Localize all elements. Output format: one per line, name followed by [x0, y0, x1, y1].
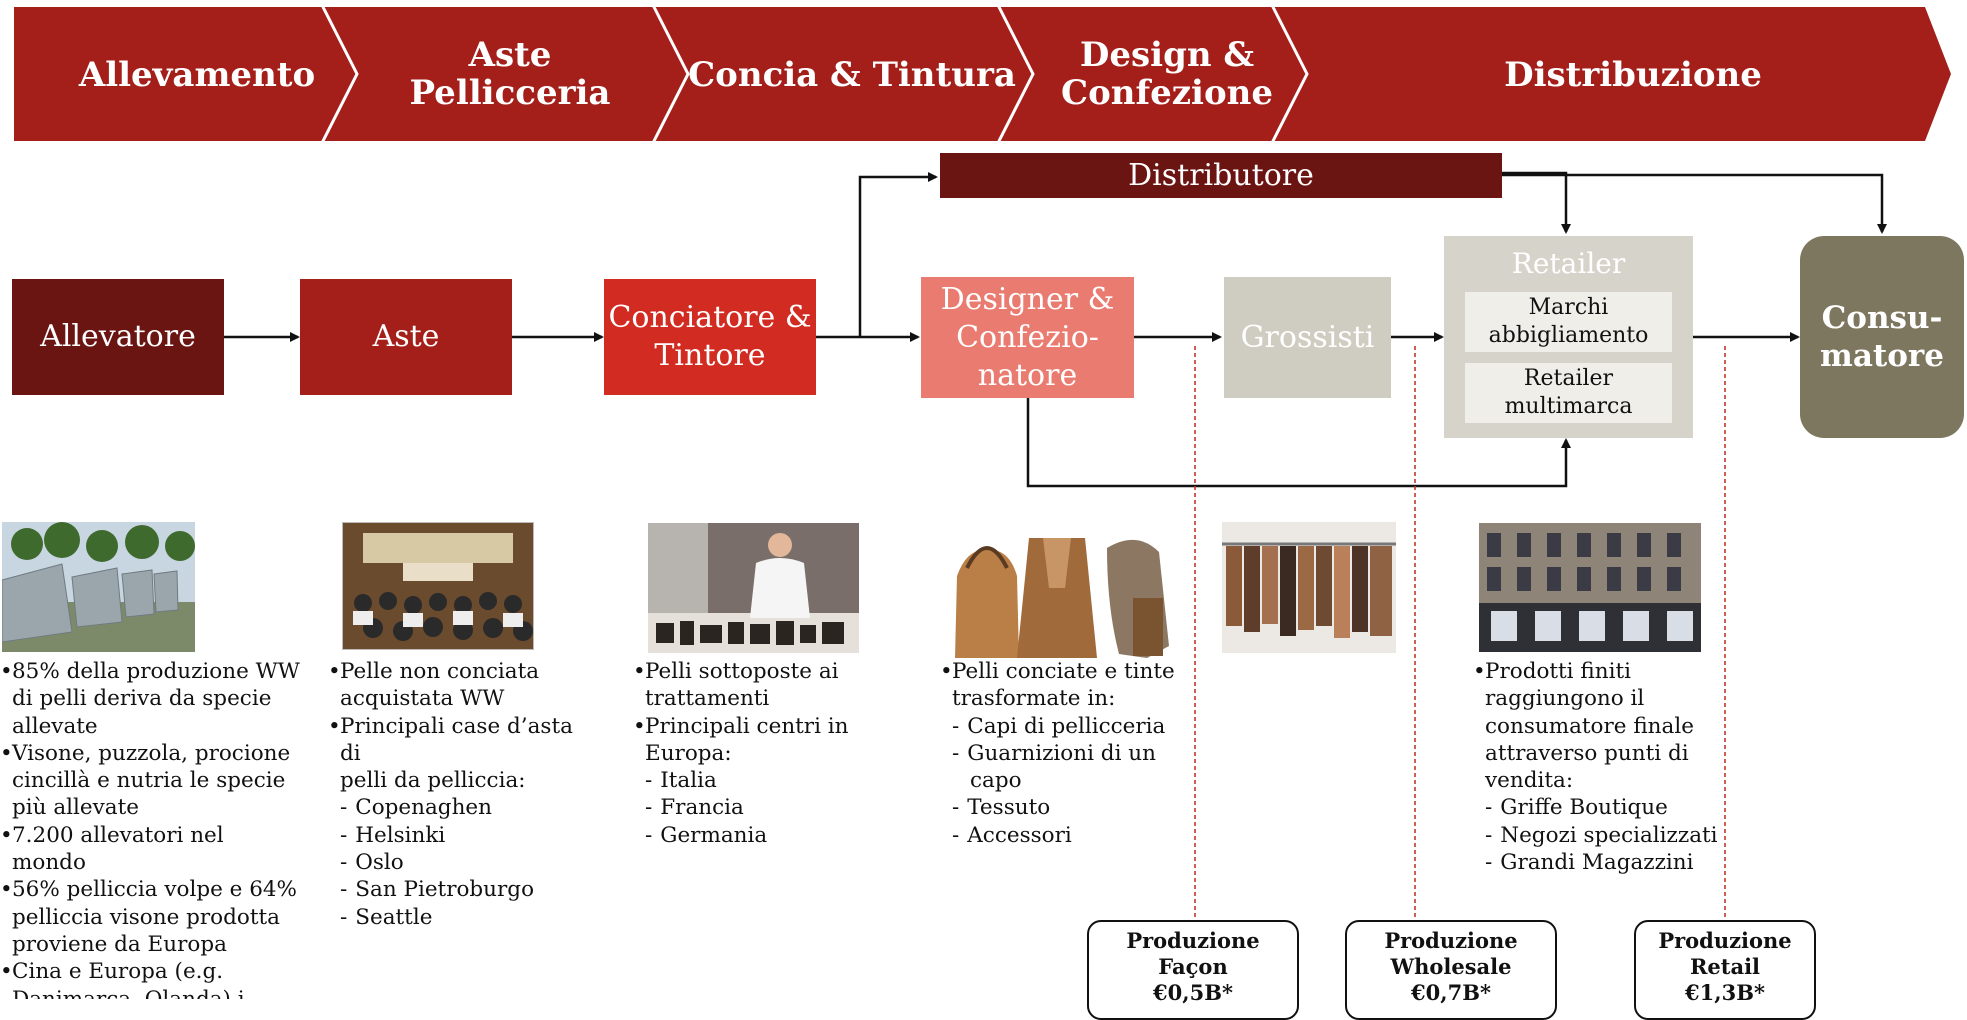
bullet-continuation: attraverso punti di — [1485, 740, 1689, 766]
bullet-continuation: più allevate — [12, 795, 139, 821]
production-facon: Produzione Façon €0,5B* — [1087, 920, 1299, 1020]
stage-concia-tintura: Concia & Tintura — [688, 55, 1016, 95]
bullet-item: Principali case d’asta di — [328, 713, 598, 768]
stage-divider-3 — [996, 4, 1035, 144]
sub-item: Germania — [633, 822, 893, 849]
bullet-item: Pelli sottoposte ai — [633, 658, 893, 686]
node-designer-confezionatore: Designer & Confezio- natore — [921, 277, 1134, 398]
bullet-item: Principali centri in — [633, 713, 893, 741]
bullet-item: Visone, puzzola, procione — [0, 740, 300, 768]
bullet-item: Pelli conciate e tinte — [940, 658, 1195, 686]
sub-item: Seattle — [328, 904, 598, 931]
stage-divider-4 — [1270, 4, 1309, 144]
sub-item: San Pietroburgo — [328, 876, 598, 903]
stage-aste-pellicceria: Aste Pellicceria — [409, 35, 611, 113]
bullet-continuation: pelli da pelliccia: — [340, 768, 526, 794]
node-aste: Aste — [300, 279, 512, 395]
retailer-title: Retailer — [1511, 247, 1626, 280]
node-consumatore: Consu- matore — [1800, 236, 1964, 438]
production-retail: Produzione Retail €1,3B* — [1634, 920, 1816, 1020]
description-concia: Pelli sottoposte aitrattamentiPrincipali… — [633, 658, 893, 849]
photo-fur-products — [947, 528, 1184, 660]
photo-tannery-worker — [648, 523, 859, 653]
stage-band-background — [14, 7, 1951, 141]
sub-item: Tessuto — [940, 794, 1195, 821]
arrow-distributore-retailer — [1502, 171, 1571, 234]
bullet-continuation: cincillà e nutria le specie — [12, 768, 286, 794]
stage-distribuzione: Distribuzione — [1504, 55, 1762, 95]
sub-item: Negozi specializzati — [1473, 822, 1733, 849]
bullet-continuation: proviene da Europa — [12, 931, 227, 957]
sub-item: Grandi Magazzini — [1473, 849, 1733, 876]
photo-auction-hall — [342, 522, 534, 650]
production-wholesale: Produzione Wholesale €0,7B* — [1345, 920, 1557, 1020]
bullet-continuation: vendita: — [1485, 768, 1574, 794]
sub-item: Capi di pellicceria — [940, 713, 1195, 740]
sub-item: Griffe Boutique — [1473, 794, 1733, 821]
bullet-item: 85% della produzione WW — [0, 658, 300, 686]
retailer-marchi-abbigliamento: Marchi abbigliamento — [1465, 292, 1672, 352]
sub-item: Helsinki — [328, 822, 598, 849]
sub-item: Copenaghen — [328, 794, 598, 821]
arrow-conciatore-distributore — [858, 172, 938, 337]
stage-divider-2 — [651, 4, 690, 144]
retailer-multimarca: Retailer multimarca — [1465, 363, 1672, 423]
arrow-designer-retailer — [1026, 398, 1571, 488]
node-distributore: Distributore — [940, 153, 1502, 198]
node-allevatore: Allevatore — [12, 279, 224, 395]
stage-allevamento: Allevamento — [78, 55, 316, 95]
bullet-continuation: Europa: — [645, 740, 732, 766]
bullet-continuation: raggiungono il — [1485, 686, 1645, 712]
photo-fur-farm — [2, 522, 195, 652]
bullet-item: Pelle non conciata — [328, 658, 598, 686]
photo-wholesale-racks — [1222, 522, 1396, 653]
bullet-item: 56% pelliccia volpe e 64% — [0, 876, 300, 904]
sub-item: Guarnizioni di un — [940, 740, 1195, 767]
sub-item: Francia — [633, 794, 893, 821]
bullet-continuation: di pelli deriva da specie — [12, 686, 272, 712]
bullet-continuation: Danimarca, Olanda) i — [0, 986, 300, 999]
bullet-continuation: consumatore finale — [1485, 713, 1694, 739]
description-list: Pelli sottoposte aitrattamentiPrincipali… — [633, 658, 893, 849]
arrow-distributore-consumatore — [1502, 173, 1887, 234]
bullet-item: 7.200 allevatori nel mondo — [0, 822, 300, 877]
bullet-item: Prodotti finiti — [1473, 658, 1733, 686]
node-conciatore-tintore: Conciatore & Tintore — [604, 279, 816, 395]
bullet-continuation: acquistata WW — [340, 686, 505, 712]
bullet-continuation: allevate — [12, 713, 98, 739]
stage-band — [14, 4, 1951, 144]
node-retailer: Retailer Marchi abbigliamento Retailer m… — [1444, 236, 1693, 438]
node-grossisti: Grossisti — [1224, 277, 1391, 398]
bullet-continuation: pelliccia visone prodotta — [12, 904, 280, 930]
sub-item-continuation: capo — [970, 768, 1022, 794]
bullet-continuation: trattamenti — [645, 686, 770, 712]
sub-item: Italia — [633, 767, 893, 794]
stage-design-confezione: Design & Confezione — [1061, 35, 1273, 113]
bullet-item: Cina e Europa (e.g. — [0, 958, 300, 986]
photo-retail-storefront — [1479, 523, 1701, 652]
flow-connectors — [224, 171, 1887, 920]
sub-item: Accessori — [940, 822, 1195, 849]
bullet-continuation: trasformate in: — [952, 686, 1116, 712]
sub-item: Oslo — [328, 849, 598, 876]
stage-divider-1 — [320, 4, 359, 144]
